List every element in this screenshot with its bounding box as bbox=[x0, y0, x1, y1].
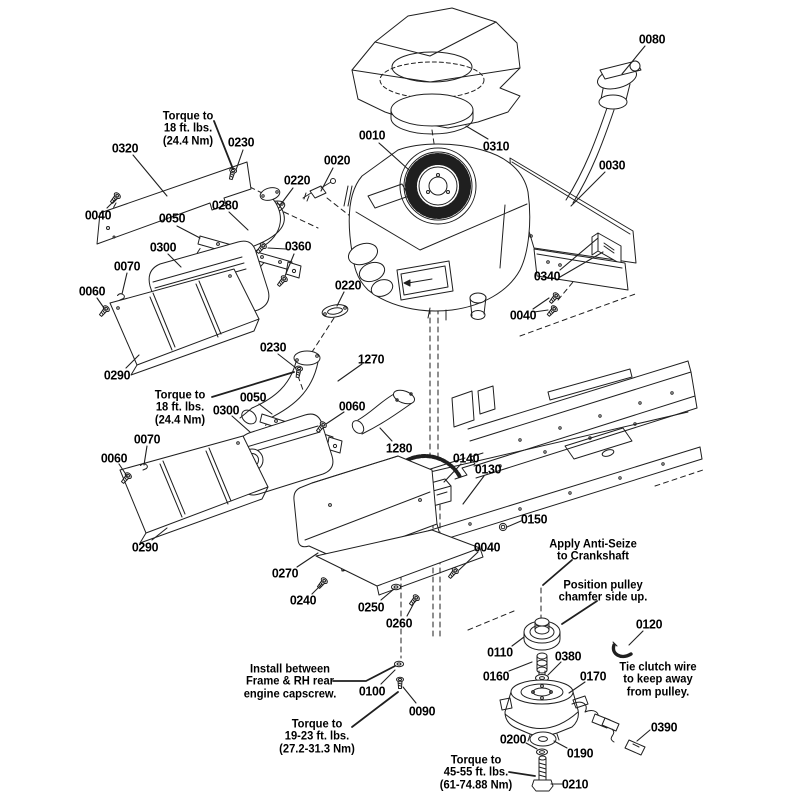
engine bbox=[343, 143, 531, 321]
note-torque-19-23: Torque to 19-23 ft. lbs. (27.2-31.3 Nm) bbox=[279, 718, 355, 756]
callout-1270: 1270 bbox=[357, 351, 385, 367]
debris-panel-0320 bbox=[96, 161, 252, 245]
ring-0310 bbox=[390, 93, 474, 135]
callout-0130: 0130 bbox=[474, 461, 502, 477]
callout-0290-b: 0290 bbox=[131, 539, 159, 555]
callout-0290-a: 0290 bbox=[103, 367, 131, 383]
callout-0150: 0150 bbox=[520, 511, 548, 527]
blower-housing-cover bbox=[351, 7, 521, 129]
callout-0140: 0140 bbox=[452, 450, 480, 466]
note-torque-18-top: Torque to 18 ft. lbs. (24.4 Nm) bbox=[162, 110, 214, 148]
note-leader-lines bbox=[211, 120, 598, 777]
callout-0310: 0310 bbox=[482, 138, 510, 154]
note-torque-18-mid: Torque to 18 ft. lbs. (24.4 Nm) bbox=[154, 389, 206, 427]
callout-0060-a: 0060 bbox=[78, 283, 106, 299]
callout-0230-a: 0230 bbox=[227, 134, 255, 150]
callout-0360: 0360 bbox=[284, 238, 312, 254]
callout-0160: 0160 bbox=[482, 668, 510, 684]
callout-0220-b: 0220 bbox=[334, 277, 362, 293]
callout-0020: 0020 bbox=[323, 152, 351, 168]
note-torque-45-55: Torque to 45-55 ft. lbs. (61-74.88 Nm) bbox=[439, 754, 513, 792]
spacer-0160 bbox=[536, 652, 548, 677]
callout-0190: 0190 bbox=[566, 745, 594, 761]
note-pulley-chamfer: Position pulley chamfer side up. bbox=[558, 579, 648, 604]
callout-0050-b: 0050 bbox=[239, 389, 267, 405]
callout-0170: 0170 bbox=[579, 668, 607, 684]
callout-0120: 0120 bbox=[635, 616, 663, 632]
callout-0380: 0380 bbox=[554, 648, 582, 664]
callout-0050-a: 0050 bbox=[158, 210, 186, 226]
callout-0240: 0240 bbox=[289, 592, 317, 608]
leader-lines bbox=[96, 45, 651, 785]
heat-shield-top bbox=[109, 268, 260, 376]
capscrew-0210 bbox=[531, 755, 554, 792]
callout-0390: 0390 bbox=[650, 719, 678, 735]
callout-0060-c: 0060 bbox=[100, 450, 128, 466]
callout-0260: 0260 bbox=[385, 615, 413, 631]
note-tie-clutch-wire: Tie clutch wire to keep away from pulley… bbox=[619, 661, 697, 699]
note-anti-seize: Apply Anti-Seize to Crankshaft bbox=[549, 538, 637, 563]
pulley-0110 bbox=[523, 617, 561, 651]
callout-0090: 0090 bbox=[408, 703, 436, 719]
callout-0080: 0080 bbox=[638, 31, 666, 47]
callout-0070-b: 0070 bbox=[133, 431, 161, 447]
lock-washer-0200 bbox=[536, 748, 548, 756]
callout-0250: 0250 bbox=[357, 599, 385, 615]
callout-0030: 0030 bbox=[598, 157, 626, 173]
callout-0230-b: 0230 bbox=[259, 339, 287, 355]
callout-0220-a: 0220 bbox=[283, 172, 311, 188]
callout-0300-a: 0300 bbox=[149, 239, 177, 255]
fuel-cap-assembly bbox=[565, 60, 642, 204]
callout-0320: 0320 bbox=[111, 140, 139, 156]
callout-0040-c: 0040 bbox=[473, 539, 501, 555]
callout-1280: 1280 bbox=[385, 440, 413, 456]
callout-0210: 0210 bbox=[561, 776, 589, 792]
clutch-wire-0390 bbox=[601, 717, 646, 756]
callout-0270: 0270 bbox=[271, 565, 299, 581]
callout-0060-b: 0060 bbox=[338, 398, 366, 414]
callout-0040-a: 0040 bbox=[84, 207, 112, 223]
heat-shield-bottom bbox=[119, 435, 269, 544]
callout-0340: 0340 bbox=[533, 268, 561, 284]
exhaust-pipe-1280 bbox=[351, 389, 416, 435]
callout-0010: 0010 bbox=[358, 127, 386, 143]
callout-0200: 0200 bbox=[499, 731, 527, 747]
wire-clip-0120 bbox=[611, 641, 633, 659]
exhaust-gasket-mid bbox=[321, 304, 349, 318]
engine-plate-0270 bbox=[293, 455, 484, 596]
callout-0280: 0280 bbox=[211, 197, 239, 213]
washer-0190 bbox=[529, 731, 557, 747]
callout-0070-a: 0070 bbox=[113, 258, 141, 274]
callout-0110: 0110 bbox=[487, 644, 513, 660]
callout-0100: 0100 bbox=[358, 683, 386, 699]
note-install-between: Install between Frame & RH rear engine c… bbox=[243, 663, 337, 701]
callout-0300-b: 0300 bbox=[212, 402, 240, 418]
callout-0040-b: 0040 bbox=[509, 307, 537, 323]
